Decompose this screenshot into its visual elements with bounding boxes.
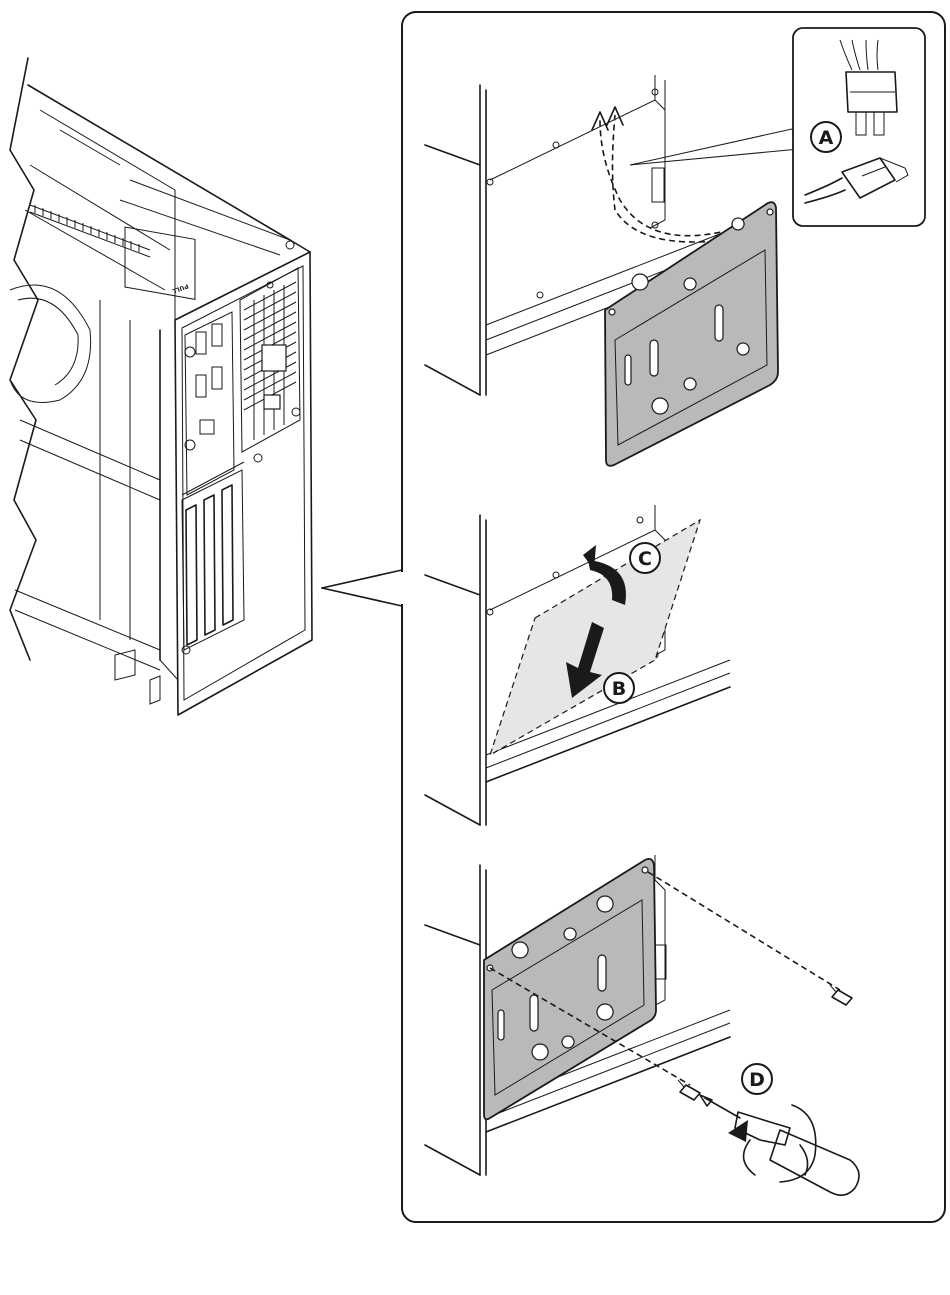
rear-io-panel xyxy=(185,312,234,495)
callout-pointer-top xyxy=(322,570,402,588)
callout-a: A xyxy=(811,122,841,152)
pull-label: PULL xyxy=(171,282,189,294)
callout-d: D xyxy=(742,1064,772,1094)
expansion-slot-teeth xyxy=(30,205,150,257)
callout-a-label: A xyxy=(819,127,834,149)
callout-c: C xyxy=(630,543,660,573)
expansion-slots xyxy=(182,462,244,650)
callout-b-label: B xyxy=(612,678,626,700)
callout-pointer-bottom xyxy=(322,588,402,606)
callout-b: B xyxy=(604,673,634,703)
computer-chassis: PULL xyxy=(10,58,312,715)
callout-d-label: D xyxy=(749,1069,765,1091)
power-cable-inset xyxy=(793,28,925,226)
callout-c-label: C xyxy=(638,548,652,570)
power-supply-vent xyxy=(240,268,300,452)
